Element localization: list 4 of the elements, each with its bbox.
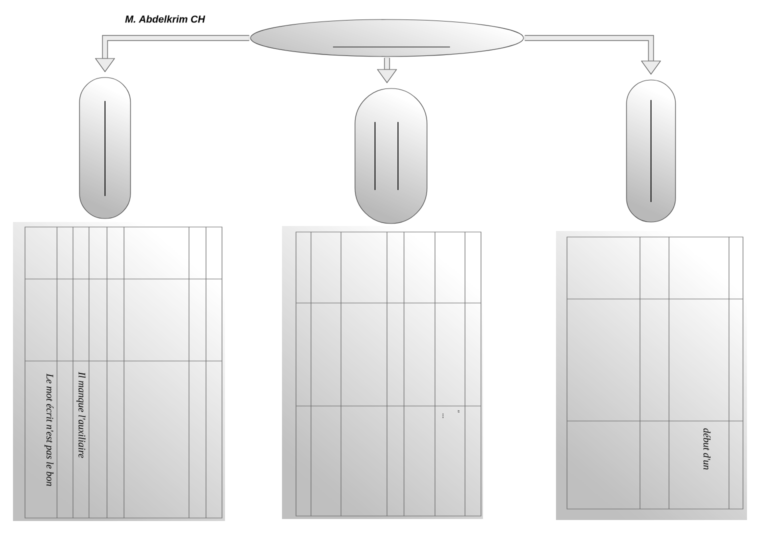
cell-text: Il manque l'auxiliaire (76, 372, 86, 458)
cell-text: Le mot écrit n'est pas le bon (44, 374, 54, 486)
cell-text: début d'un (703, 428, 711, 470)
author-name: M. Abdelkrim CH (125, 15, 206, 23)
